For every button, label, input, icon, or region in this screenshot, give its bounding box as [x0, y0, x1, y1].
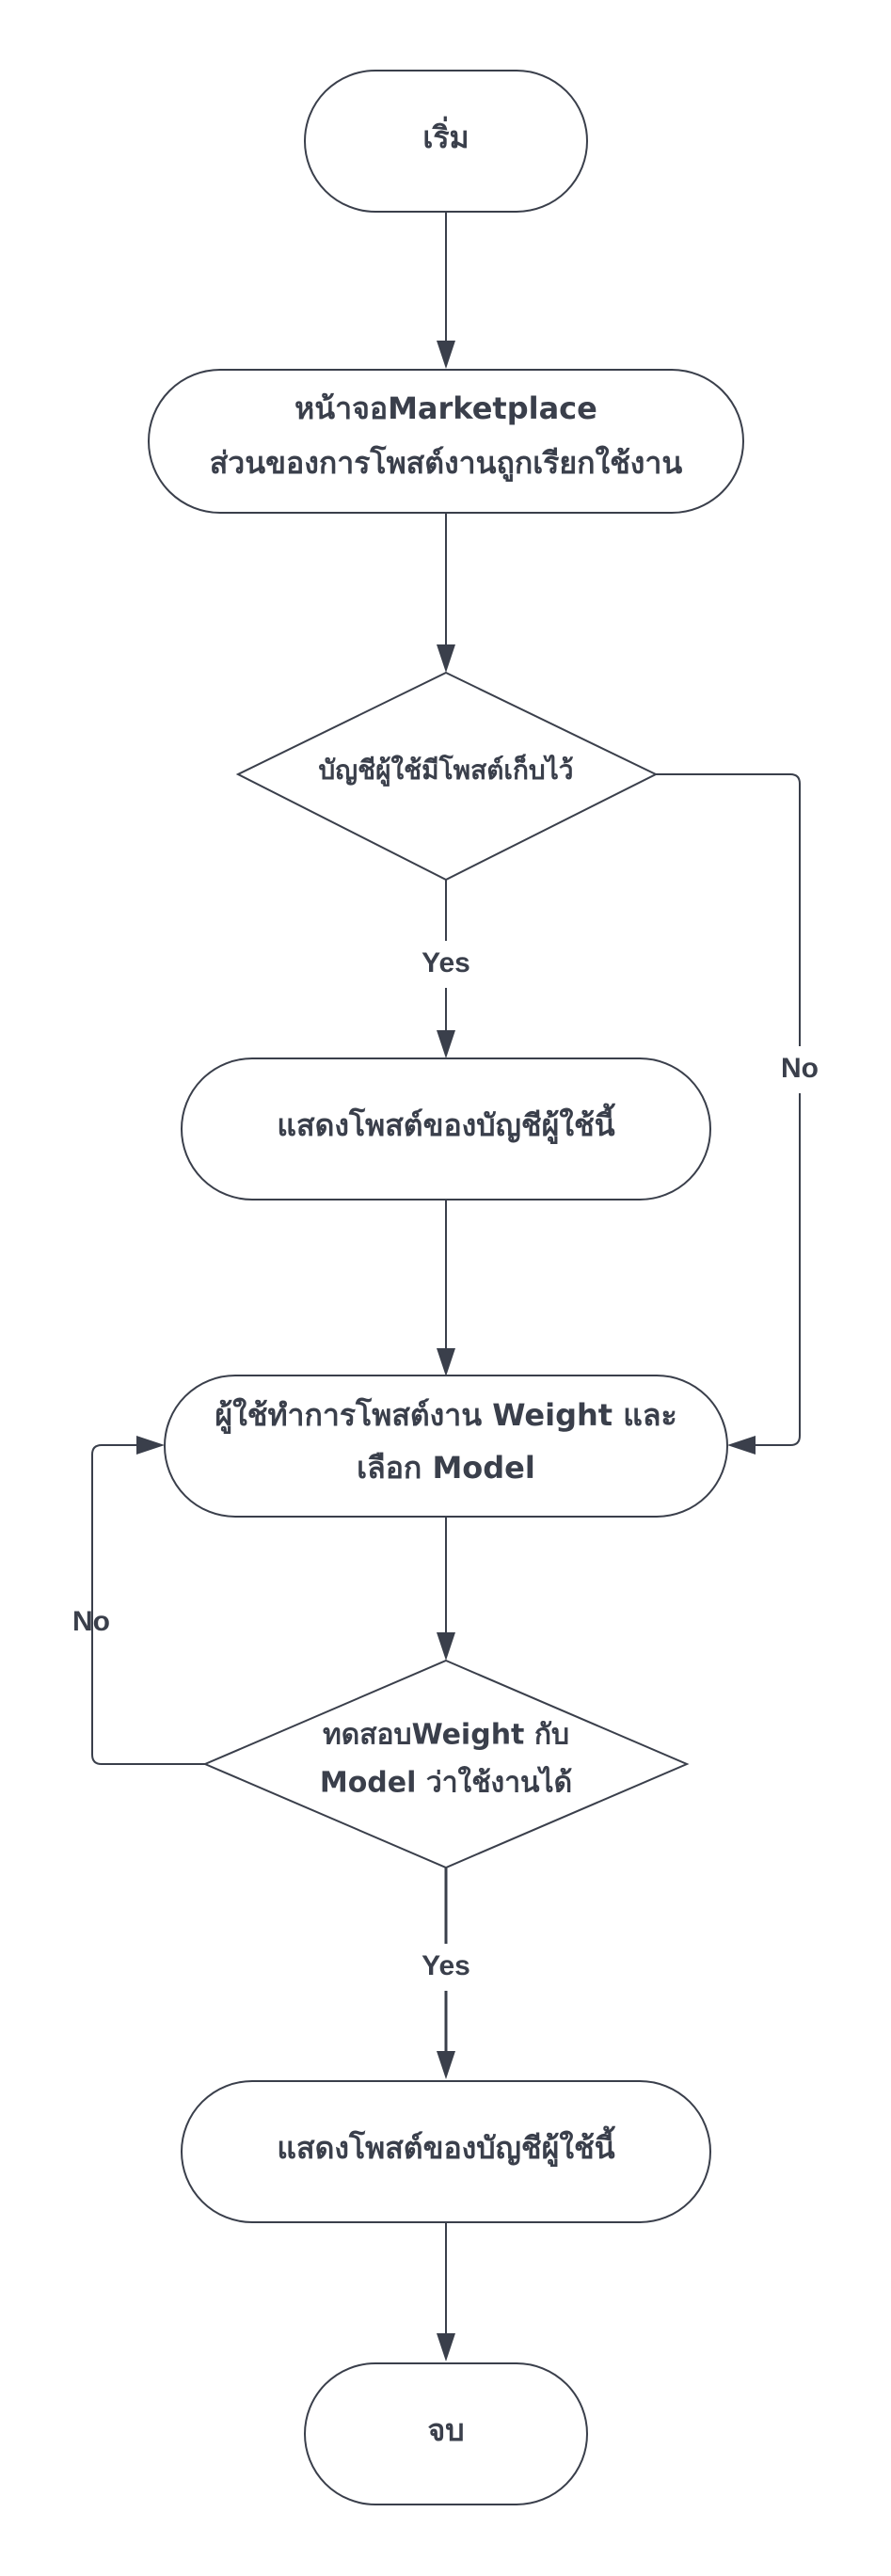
arrowhead: [136, 1436, 165, 1455]
arrowhead: [437, 1030, 455, 1058]
edge-label-bg: [412, 1944, 480, 1991]
arrowhead: [437, 644, 455, 673]
marketplace-label-line2: ส่วนของการโพสต์งานถูกเรียกใช้งาน: [210, 445, 683, 483]
marketplace-label-line1: หน้าจอMarketplace: [294, 390, 597, 426]
decision-test-weight: ทดสอบWeight กับ Model ว่าใช้งานได้: [202, 1659, 690, 1869]
arrowhead: [437, 2051, 455, 2079]
connectors: [91, 212, 801, 2361]
show-posts-node-2: แสดงโพสต์ของบัญชีผู้ใช้นี้: [181, 2080, 711, 2223]
user-post-label-line2: เลือก Model: [357, 1450, 535, 1486]
show-posts-node-1: แสดงโพสต์ของบัญชีผู้ใช้นี้: [181, 1057, 711, 1201]
edge-label-no-2: No: [72, 1606, 110, 1637]
edge-label-bg: [412, 941, 480, 988]
edge-label-yes-2: Yes: [422, 1950, 470, 1981]
user-post-label-line1: ผู้ใช้ทำการโพสต์งาน Weight และ: [215, 1397, 676, 1435]
user-post-node: ผู้ใช้ทำการโพสต์งาน Weight และ เลือก Mod…: [164, 1375, 728, 1518]
decision-has-posts: บัญชีผู้ใช้มีโพสต์เก็บไว้: [235, 671, 659, 882]
start-node: เริ่ม: [304, 70, 588, 213]
connector-no-1: [656, 773, 801, 1446]
marketplace-node: หน้าจอMarketplace ส่วนของการโพสต์งานถูกเ…: [148, 369, 744, 514]
arrowhead: [437, 2333, 455, 2361]
end-label: จบ: [427, 2412, 464, 2448]
edge-label-bg: [770, 1046, 830, 1093]
show-posts-1-label: แสดงโพสต์ของบัญชีผู้ใช้นี้: [277, 1103, 615, 1145]
arrowhead: [437, 1632, 455, 1661]
show-posts-2-label: แสดงโพสต์ของบัญชีผู้ใช้นี้: [277, 2125, 615, 2168]
arrowhead: [727, 1436, 756, 1455]
edge-label-yes-1: Yes: [422, 947, 470, 978]
edge-label-no-1: No: [781, 1053, 819, 1084]
arrowhead: [437, 1348, 455, 1376]
decision-test-label-line1: ทดสอบWeight กับ: [323, 1719, 569, 1752]
arrowhead: [437, 341, 455, 369]
decision-has-posts-label: บัญชีผู้ใช้มีโพสต์เก็บไว้: [318, 754, 573, 787]
decision-test-label-line2: Model ว่าใช้งานได้: [320, 1766, 572, 1800]
connector-no-2: [91, 1444, 205, 1765]
end-node: จบ: [304, 2362, 588, 2505]
start-label: เริ่ม: [422, 116, 469, 155]
